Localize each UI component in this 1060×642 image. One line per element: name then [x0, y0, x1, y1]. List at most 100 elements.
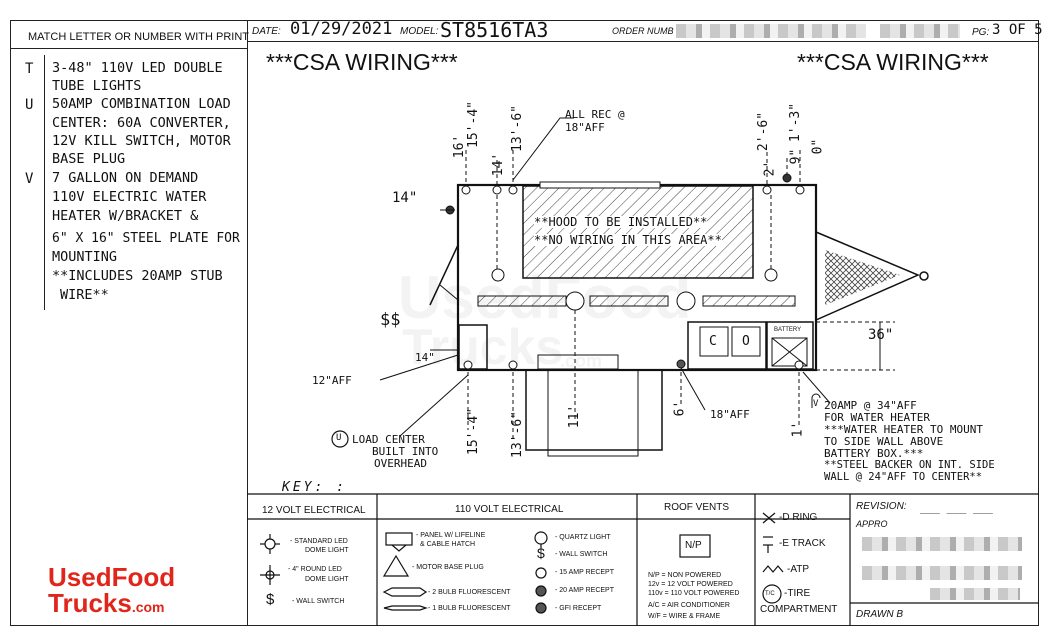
legend-letter-u: U: [25, 97, 34, 113]
legend-t-line2: TUBE LIGHTS: [52, 78, 142, 94]
key-110v-switch-icon: $: [537, 545, 545, 561]
trailer-tongue: [815, 230, 920, 322]
date-label: DATE:: [252, 26, 281, 37]
note-hood-1: **HOOD TO BE INSTALLED**: [534, 215, 708, 229]
dim-14in-small: 14": [415, 351, 435, 364]
tube-light-3: [702, 295, 796, 307]
model-value: ST8516TA3: [440, 18, 549, 42]
logo-suffix: .com: [131, 599, 165, 615]
dim-36in: 36": [868, 327, 894, 343]
usedfoodtrucks-logo: UsedFood Trucks.com: [48, 564, 175, 620]
legend-v-line1: 7 GALLON ON DEMAND: [52, 170, 199, 186]
page-value: 3 OF 5: [992, 22, 1043, 38]
dim-14in-side: 14": [392, 190, 418, 206]
key-12v-round-led-1: - 4" ROUND LED: [288, 566, 342, 573]
dim-15ft4-bot: 15'-4": [465, 408, 481, 455]
note-load-center-3: OVERHEAD: [374, 457, 427, 470]
battery-box: [766, 321, 814, 370]
note-all-rec-2: 18"AFF: [565, 121, 605, 134]
redacted-approval-2: [862, 566, 1022, 580]
note-water-heater-letter: V: [813, 399, 819, 409]
revision-blank: ___ ___ ___: [920, 501, 993, 514]
key-110v-1bulb: - 1 BULB FLUORESCENT: [428, 605, 511, 612]
key-e-track: -E TRACK: [779, 538, 826, 549]
legend-t-line1: 3-48" 110V LED DOUBLE: [52, 60, 223, 76]
legend-v-line2: 110V ELECTRIC WATER: [52, 189, 207, 205]
key-abbr-wf: W/F = WIRE & FRAME: [648, 613, 721, 620]
legend-v-line5: MOUNTING: [52, 249, 118, 265]
key-symbols-12v: [260, 534, 280, 585]
key-symbols-110v: [382, 531, 548, 614]
key-110v-20amp: - 20 AMP RECEPT: [555, 587, 615, 594]
note-water-heater-1: 20AMP @ 34"AFF: [824, 399, 917, 412]
note-dollar: $$: [380, 310, 401, 330]
key-col-roof: ROOF VENTS: [664, 502, 730, 513]
legend-u-line1: 50AMP COMBINATION LOAD: [52, 96, 231, 112]
legend-u-line2: CENTER: 60A CONVERTER,: [52, 115, 231, 131]
redacted-order-number: [676, 24, 866, 38]
note-hood-2: **NO WIRING IN THIS AREA**: [534, 233, 722, 247]
key-np-box: N/P: [685, 540, 702, 551]
sink-basin-1: [699, 326, 729, 357]
key-12v-std-led-2: DOME LIGHT: [305, 547, 349, 554]
date-value: 01/29/2021: [290, 19, 393, 39]
dim-2ft6: 2'-6": [756, 111, 772, 152]
key-110v-15amp: - 15 AMP RECEPT: [555, 569, 615, 576]
tube-light-1: [477, 295, 567, 307]
key-110v-motor-plug: - MOTOR BASE PLUG: [412, 564, 484, 571]
key-110v-panel-2: & CABLE HATCH: [420, 541, 476, 548]
key-110v-panel-1: - PANEL W/ LIFELINE: [416, 532, 486, 539]
note-sink-2: O: [742, 334, 750, 349]
tube-light-2: [589, 295, 669, 307]
redacted-approval: [862, 537, 1022, 551]
legend-v-line3: HEATER W/BRACKET &: [52, 208, 199, 224]
key-110v-gfi: - GFI RECEPT: [555, 605, 602, 612]
legend-v-line7: WIRE**: [60, 287, 109, 303]
dim-16ft: 16': [452, 134, 468, 159]
logo-line2-wrap: Trucks.com: [48, 590, 175, 620]
hitch-coupler: [919, 271, 929, 281]
note-water-heater-6: **STEEL BACKER ON INT. SIDE: [824, 459, 995, 471]
sink-counter: [687, 321, 767, 370]
key-d-ring: -D RING: [779, 512, 818, 523]
legend-v-line6: **INCLUDES 20AMP STUB: [52, 268, 223, 284]
key-abbr-np: N/P = NON POWERED: [648, 572, 722, 579]
title-left: ***CSA WIRING***: [266, 49, 458, 75]
key-12v-std-led-1: - STANDARD LED: [290, 538, 348, 545]
key-110v-quartz: - QUARTZ LIGHT: [555, 534, 611, 541]
key-abbr-110v: 110v = 110 VOLT POWERED: [648, 590, 740, 597]
legend-u-line4: BASE PLUG: [52, 151, 126, 167]
redacted-order-number-2: [880, 24, 960, 38]
key-tire-symbol: T/C: [765, 591, 775, 597]
key-tire: -TIRE: [784, 588, 811, 599]
dim-15ft4-top: 15'-4": [465, 101, 481, 148]
door-swing: [429, 244, 459, 306]
note-load-center-1: LOAD CENTER: [352, 433, 425, 446]
legend-header-rule: [10, 48, 248, 49]
watermark-suffix: .com: [560, 351, 603, 371]
header-strip: [247, 20, 1039, 42]
note-water-heater-4: TO SIDE WALL ABOVE: [824, 435, 944, 448]
entry-step: [525, 369, 663, 451]
note-water-heater-3: ***WATER HEATER TO MOUNT: [824, 423, 983, 436]
page-label: PG:: [972, 27, 990, 38]
redacted-approval-3: [930, 588, 1020, 600]
receptacles-top: [461, 173, 805, 282]
note-water-heater-2: FOR WATER HEATER: [824, 411, 930, 424]
sink-basin-2: [731, 326, 761, 357]
legend-letter-v: V: [25, 171, 34, 187]
dim-11ft: 11': [567, 404, 583, 429]
dim-13ft6-bot: 13'-6": [509, 411, 525, 458]
receptacles-bottom: [463, 359, 804, 370]
order-label: ORDER NUMB: [612, 26, 674, 36]
key-col-110v: 110 VOLT ELECTRICAL: [455, 504, 564, 515]
dim-14ft-top: 14': [491, 152, 507, 177]
dim-0in: 0": [810, 138, 826, 155]
dim-6ft: 6': [672, 400, 688, 417]
hood-area: [522, 185, 754, 279]
logo-line1: UsedFood: [48, 562, 176, 592]
logo-line2: Trucks: [48, 588, 132, 618]
note-all-rec-1: ALL REC @: [565, 108, 625, 121]
